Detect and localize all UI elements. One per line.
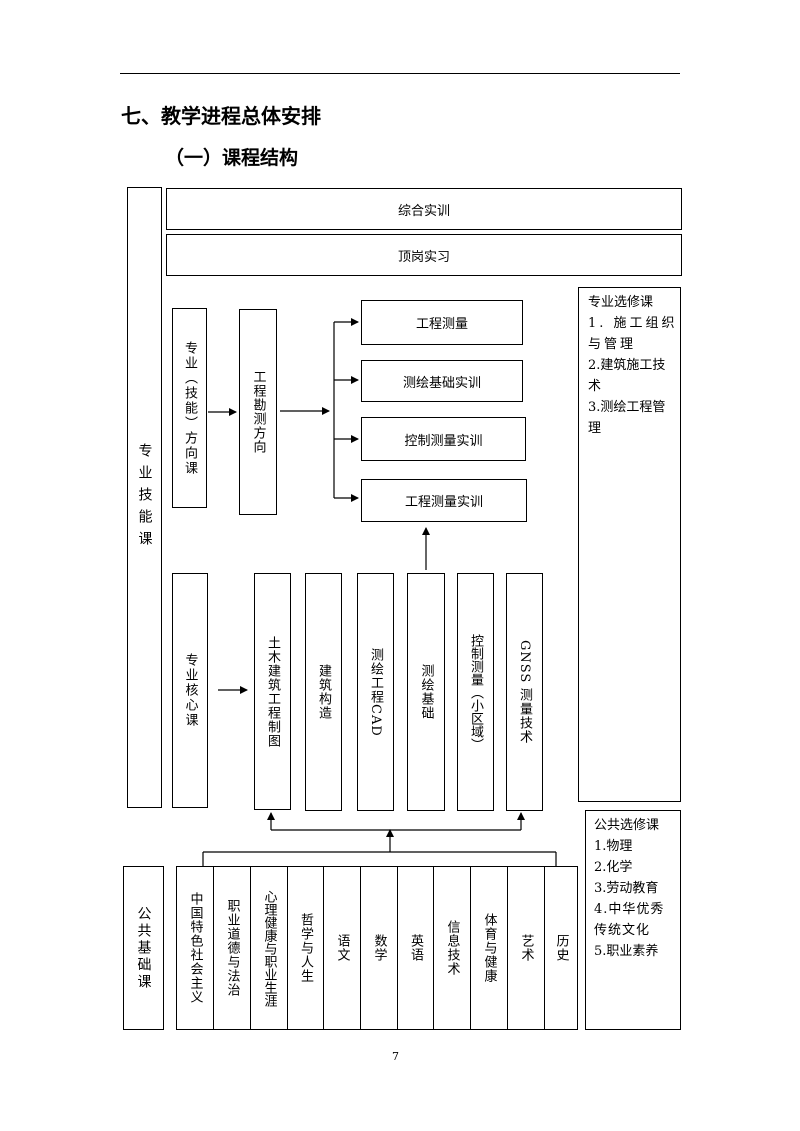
core-course-gnss: GNSS 测量技术 xyxy=(506,573,543,811)
professional-electives-title: 专业选修课 xyxy=(588,295,654,310)
course-basic-training: 测绘基础实训 xyxy=(361,360,523,402)
core-course-construction-label: 建筑构造 xyxy=(316,664,331,720)
public-course-english: 英语 xyxy=(397,866,434,1030)
direction-name-box: 工程勘测方向 xyxy=(239,309,277,515)
internship-label: 顶岗实习 xyxy=(397,249,450,265)
comprehensive-training-label: 综合实训 xyxy=(397,203,450,219)
skill-courses-box: 专业技能课 xyxy=(127,187,162,808)
professional-electives-box: 专业选修课 1. 施工组织与管理 2.建筑施工技术 3.测绘工程管理 xyxy=(578,287,681,802)
public-course-history: 历史 xyxy=(544,866,578,1030)
public-course-art: 艺术 xyxy=(507,866,545,1030)
public-course-label: 中国特色社会主义 xyxy=(187,892,203,1004)
public-basic-courses-box: 公共基础课 xyxy=(123,866,164,1030)
public-course-philosophy: 哲学与人生 xyxy=(287,866,324,1030)
public-course-label: 职业道德与法治 xyxy=(224,899,240,997)
internship-box: 顶岗实习 xyxy=(166,234,682,276)
public-course-label: 历史 xyxy=(553,934,569,962)
course-control-training-label: 控制测量实训 xyxy=(404,433,483,449)
core-course-survey-basics: 测绘基础 xyxy=(407,573,445,811)
core-course-gnss-suffix: 测量技术 xyxy=(517,688,532,745)
public-electives-title: 公共选修课 xyxy=(594,818,660,833)
public-course-label: 语文 xyxy=(334,934,350,962)
public-electives-box: 公共选修课 1.物理 2.化学 3.劳动教育 4.中华优秀传统文化 5.职业素养 xyxy=(585,810,681,1030)
core-courses-label: 专业核心课 xyxy=(182,653,198,728)
section-title: 七、教学进程总体安排 xyxy=(121,104,321,128)
public-course-label: 数学 xyxy=(371,934,387,962)
core-course-control-survey-label: 控制测量（小区域） xyxy=(468,633,483,751)
page-number: 7 xyxy=(392,1050,399,1063)
direction-courses-label: 专业（技能）方向课 xyxy=(182,340,197,476)
core-courses-box: 专业核心课 xyxy=(172,573,208,808)
course-survey-training-label: 工程测量实训 xyxy=(404,495,483,510)
skill-courses-label: 专业技能课 xyxy=(136,442,153,553)
direction-name-label: 工程勘测方向 xyxy=(250,370,266,454)
core-course-cad: 测绘工程CAD xyxy=(357,573,394,811)
public-course-math: 数学 xyxy=(360,866,398,1030)
public-course-label: 英语 xyxy=(408,934,423,962)
subsection-title: （一）课程结构 xyxy=(165,147,299,169)
course-survey-training: 工程测量实训 xyxy=(361,479,527,522)
public-course-socialism: 中国特色社会主义 xyxy=(176,866,214,1030)
core-course-cad-latin: CAD xyxy=(368,703,383,737)
public-course-ethics-law: 职业道德与法治 xyxy=(213,866,251,1030)
public-course-it: 信息技术 xyxy=(433,866,471,1030)
course-engineering-survey-label: 工程测量 xyxy=(415,317,468,332)
core-course-gnss-label: GNSS 测量技术 xyxy=(517,639,532,745)
course-control-training: 控制测量实训 xyxy=(361,417,526,461)
public-course-label: 信息技术 xyxy=(444,920,460,976)
professional-elective-item: 3.测绘工程管理 xyxy=(588,400,666,436)
public-elective-item: 4.中华优秀传统文化 xyxy=(594,902,665,938)
public-electives-list: 公共选修课 1.物理 2.化学 3.劳动教育 4.中华优秀传统文化 5.职业素养 xyxy=(594,815,678,962)
core-course-survey-basics-label: 测绘基础 xyxy=(418,664,434,720)
core-course-drawing: 土木建筑工程制图 xyxy=(254,573,291,810)
public-course-label: 哲学与人生 xyxy=(298,913,313,983)
public-elective-item: 1.物理 xyxy=(594,839,633,854)
direction-courses-box: 专业（技能）方向课 xyxy=(172,308,207,508)
core-course-drawing-label: 土木建筑工程制图 xyxy=(265,635,280,748)
public-elective-item: 2.化学 xyxy=(594,860,633,875)
public-elective-item: 3.劳动教育 xyxy=(594,881,659,896)
header-rule xyxy=(120,73,680,74)
course-engineering-survey: 工程测量 xyxy=(361,300,523,345)
comprehensive-training-box: 综合实训 xyxy=(166,188,682,230)
public-elective-item: 5.职业素养 xyxy=(594,944,659,959)
public-course-mental-health: 心理健康与职业生涯 xyxy=(250,866,288,1030)
core-course-cad-prefix: 测绘工程 xyxy=(368,647,383,704)
professional-elective-item: 2.建筑施工技术 xyxy=(588,358,666,394)
core-course-gnss-latin: GNSS xyxy=(517,639,532,684)
public-course-pe: 体育与健康 xyxy=(470,866,508,1030)
course-basic-training-label: 测绘基础实训 xyxy=(402,375,481,391)
public-course-label: 心理健康与职业生涯 xyxy=(261,889,277,1007)
core-course-control-survey: 控制测量（小区域） xyxy=(457,573,494,811)
public-basic-courses-label: 公共基础课 xyxy=(135,905,152,991)
core-course-cad-label: 测绘工程CAD xyxy=(368,647,383,737)
professional-elective-item: 1. 施工组织与管理 xyxy=(588,316,678,352)
public-course-label: 艺术 xyxy=(518,934,534,962)
professional-electives-list: 专业选修课 1. 施工组织与管理 2.建筑施工技术 3.测绘工程管理 xyxy=(588,292,678,439)
public-course-chinese: 语文 xyxy=(323,866,361,1030)
public-course-label: 体育与健康 xyxy=(481,913,497,983)
core-course-construction: 建筑构造 xyxy=(305,573,342,811)
